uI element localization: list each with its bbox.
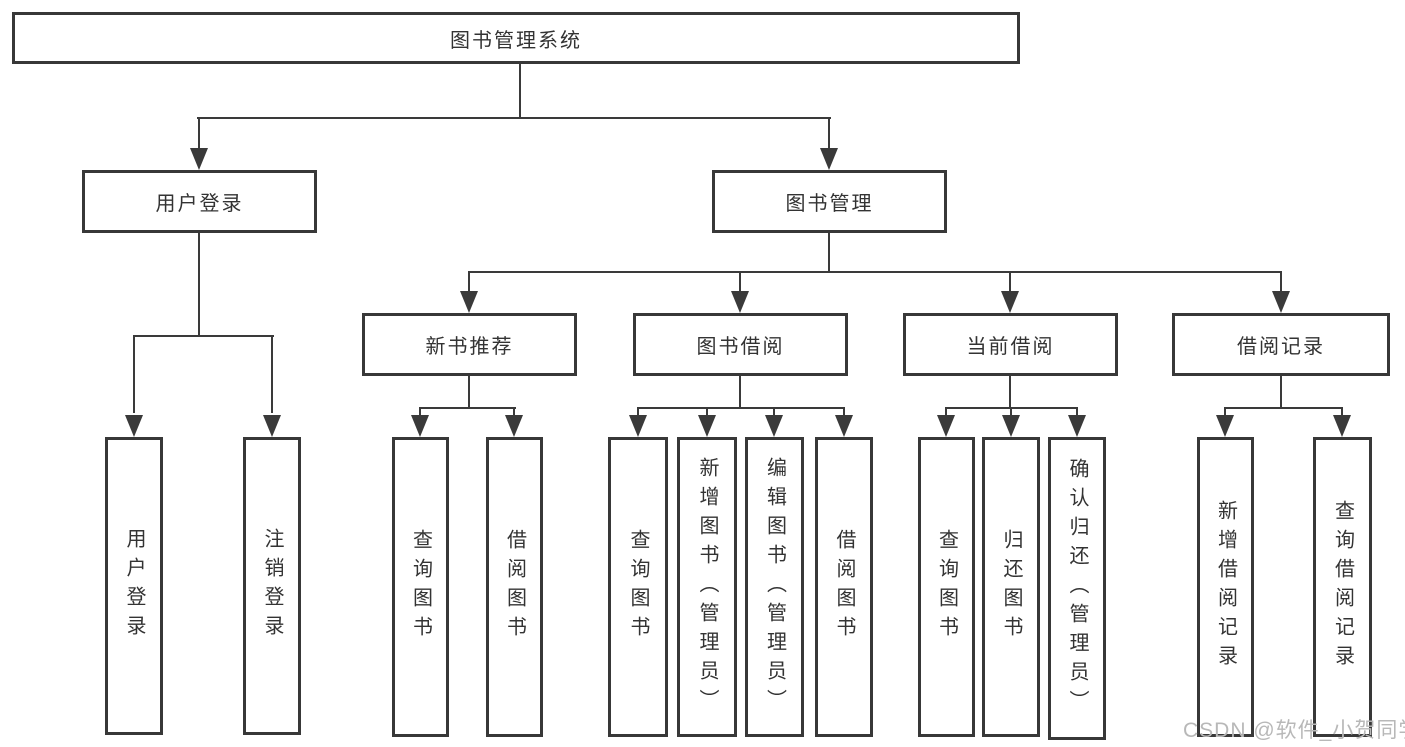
arrowhead-down	[835, 415, 853, 437]
arrowhead-down	[937, 415, 955, 437]
arrowhead-down	[1068, 415, 1086, 437]
arrowhead-down	[460, 291, 478, 313]
connector-drop	[198, 117, 200, 150]
connector-drop	[637, 407, 639, 419]
connector-drop	[706, 407, 708, 419]
leaf-edit-books-admin: 编辑图书（管理员）	[745, 437, 804, 737]
connector-stem	[198, 233, 200, 337]
connector-branch	[1224, 407, 1343, 409]
connector-branch	[419, 407, 516, 409]
connector-drop	[1076, 407, 1078, 419]
connector-drop	[1224, 407, 1226, 419]
node-new-book-recommendation: 新书推荐	[362, 313, 577, 376]
connector-drop	[1341, 407, 1343, 419]
connector-drop	[1009, 271, 1011, 293]
arrowhead-down	[190, 148, 208, 170]
leaf-confirm-return-admin: 确认归还（管理员）	[1048, 437, 1106, 740]
connector-level1-branch	[197, 117, 831, 119]
node-borrowing-records: 借阅记录	[1172, 313, 1390, 376]
node-current-borrowing: 当前借阅	[903, 313, 1118, 376]
connector-stem	[828, 233, 830, 273]
leaf-query-books: 查询图书	[392, 437, 449, 737]
arrowhead-down	[820, 148, 838, 170]
connector-drop	[828, 117, 830, 150]
connector-root-stem	[519, 64, 521, 118]
node-book-borrowing: 图书借阅	[633, 313, 848, 376]
arrowhead-down	[1333, 415, 1351, 437]
connector-branch	[133, 335, 274, 337]
csdn-watermark: CSDN @软件_小贺同学	[1183, 719, 1405, 742]
arrowhead-down	[125, 415, 143, 437]
arrowhead-down	[411, 415, 429, 437]
connector-drop	[419, 407, 421, 419]
connector-drop	[773, 407, 775, 419]
node-user-login: 用户登录	[82, 170, 317, 233]
leaf-borrow-books: 借阅图书	[486, 437, 543, 737]
connector-drop	[1280, 271, 1282, 293]
node-book-management: 图书管理	[712, 170, 947, 233]
arrowhead-down	[731, 291, 749, 313]
connector-drop	[843, 407, 845, 419]
connector-drop	[133, 335, 135, 413]
leaf-query-books: 查询图书	[608, 437, 668, 737]
leaf-return-books: 归还图书	[982, 437, 1040, 737]
arrowhead-down	[629, 415, 647, 437]
connector-level2-branch	[468, 271, 1281, 273]
leaf-query-books: 查询图书	[918, 437, 975, 737]
connector-drop	[945, 407, 947, 419]
connector-drop	[739, 271, 741, 293]
arrowhead-down	[1001, 291, 1019, 313]
arrowhead-down	[765, 415, 783, 437]
leaf-borrow-books: 借阅图书	[815, 437, 873, 737]
connector-drop	[1010, 407, 1012, 419]
leaf-add-borrow-record: 新增借阅记录	[1197, 437, 1254, 737]
connector-branch	[637, 407, 844, 409]
arrowhead-down	[1272, 291, 1290, 313]
arrowhead-down	[263, 415, 281, 437]
node-library-system: 图书管理系统	[12, 12, 1020, 64]
arrowhead-down	[1002, 415, 1020, 437]
arrowhead-down	[698, 415, 716, 437]
leaf-logout: 注销登录	[243, 437, 301, 735]
connector-stem	[1280, 376, 1282, 409]
connector-drop	[468, 271, 470, 293]
leaf-add-books-admin: 新增图书（管理员）	[677, 437, 737, 737]
arrowhead-down	[505, 415, 523, 437]
leaf-user-login: 用户登录	[105, 437, 163, 735]
connector-stem	[739, 376, 741, 409]
connector-drop	[271, 335, 273, 413]
connector-stem	[468, 376, 470, 409]
leaf-query-borrow-record: 查询借阅记录	[1313, 437, 1372, 737]
connector-drop	[513, 407, 515, 419]
arrowhead-down	[1216, 415, 1234, 437]
connector-stem	[1009, 376, 1011, 409]
